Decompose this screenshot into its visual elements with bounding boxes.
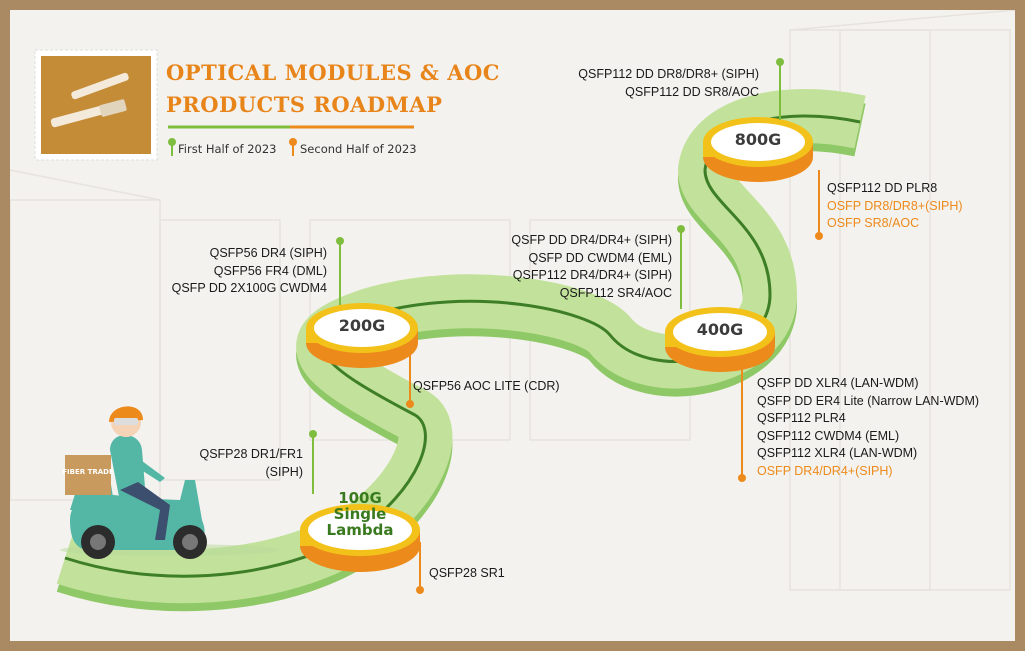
second-half-legend-stem (292, 144, 294, 156)
milestone-400g-disc (665, 307, 775, 372)
first-half-legend-stem (171, 144, 173, 156)
milestone-100g-label: 100G Single Lambda (326, 489, 394, 539)
product-label: QSFP112 DD PLR8 (827, 181, 938, 195)
g400-top-labels: QSFP DD DR4/DR4+ (SIPH) QSFP DD CWDM4 (E… (511, 232, 672, 302)
g400-top-marker (677, 225, 685, 233)
g800-top-marker (776, 58, 784, 66)
product-label: QSFP112 XLR4 (LAN-WDM) (757, 446, 918, 460)
product-label-second-half: OSFP DR4/DR4+(SIPH) (757, 463, 893, 478)
g800-top-labels: QSFP112 DD DR8/DR8+ (SIPH) QSFP112 DD SR… (578, 66, 759, 101)
product-label: QSFP DD XLR4 (LAN-WDM) (757, 376, 919, 390)
g100-bottom-labels: QSFP28 SR1 (429, 565, 505, 583)
product-label: QSFP112 DD SR8/AOC (625, 84, 759, 99)
g400-bottom-stem (741, 360, 743, 478)
g400-bottom-labels: QSFP DD XLR4 (LAN-WDM) QSFP DD ER4 Lite … (757, 375, 979, 480)
g800-bottom-stem (818, 170, 820, 236)
second-half-legend-label: Second Half of 2023 (300, 142, 417, 156)
product-label: QSFP56 FR4 (DML) (213, 263, 327, 278)
milestone-400g-label: 400G (696, 320, 744, 339)
title-stamp-image (34, 49, 158, 161)
g200-top-stem (339, 243, 341, 305)
g200-bottom-labels: QSFP56 AOC LITE (CDR) (413, 378, 560, 396)
milestone-800g-disc (703, 117, 813, 182)
milestone-100g-disc (300, 504, 420, 572)
product-label: QSFP DD ER4 Lite (Narrow LAN-WDM) (757, 393, 980, 408)
product-label: QSFP56 DR4 (SIPH) (209, 246, 327, 260)
scooter-rider-illustration: FIBER TRADE (60, 406, 280, 559)
milestone-800g-label: 800G (734, 130, 782, 149)
product-label: QSFP28 SR1 (429, 566, 505, 580)
g200-bottom-stem (409, 354, 411, 404)
g400-top-stem (680, 231, 682, 309)
g100-bottom-stem (419, 542, 421, 588)
roadmap-graphic: FIBER TRADE (10, 10, 1015, 612)
title-line-2: PRODUCTS ROADMAP (166, 92, 443, 117)
product-label: QSFP DD DR4/DR4+ (SIPH) (511, 233, 672, 247)
product-label: QSFP112 CWDM4 (EML) (757, 428, 900, 443)
g100-top-labels: QSFP28 DR1/FR1 (SIPH) (199, 446, 303, 481)
first-half-legend-marker (168, 138, 176, 146)
g100-top-marker (309, 430, 317, 438)
g800-bottom-marker (815, 232, 823, 240)
product-label: (SIPH) (265, 464, 304, 479)
second-half-legend-marker (289, 138, 297, 146)
box-label: FIBER TRADE (62, 468, 114, 476)
g800-top-stem (779, 64, 781, 120)
title-line-1: OPTICAL MODULES & AOC (166, 60, 501, 85)
milestone-200g-disc (306, 303, 418, 368)
product-label-second-half: OSFP DR8/DR8+(SIPH) (827, 198, 963, 213)
product-label: QSFP DD 2X100G CWDM4 (171, 281, 327, 295)
g200-top-marker (336, 237, 344, 245)
product-label-second-half: OSFP SR8/AOC (827, 216, 920, 230)
g200-bottom-marker (406, 400, 414, 408)
milestone-200g-label: 200G (338, 316, 386, 335)
roadmap-canvas: FIBER TRADE OPTICAL MODULES & AOC PRODUC… (10, 10, 1015, 641)
product-label: QSFP56 AOC LITE (CDR) (413, 379, 560, 393)
g100-bottom-marker (416, 586, 424, 594)
product-label: QSFP28 DR1/FR1 (199, 447, 303, 461)
product-label: QSFP112 DD DR8/DR8+ (SIPH) (578, 67, 759, 81)
g800-bottom-labels: QSFP112 DD PLR8 OSFP DR8/DR8+(SIPH) OSFP… (827, 180, 963, 233)
first-half-legend-label: First Half of 2023 (178, 142, 277, 156)
g400-bottom-marker (738, 474, 746, 482)
product-label: QSFP112 PLR4 (757, 411, 846, 425)
g200-top-labels: QSFP56 DR4 (SIPH) QSFP56 FR4 (DML) QSFP … (172, 245, 327, 298)
product-label: QSFP112 SR4/AOC (559, 285, 672, 300)
product-label: QSFP DD CWDM4 (EML) (528, 250, 672, 265)
product-label: QSFP112 DR4/DR4+ (SIPH) (512, 268, 672, 282)
g100-top-stem (312, 436, 314, 494)
